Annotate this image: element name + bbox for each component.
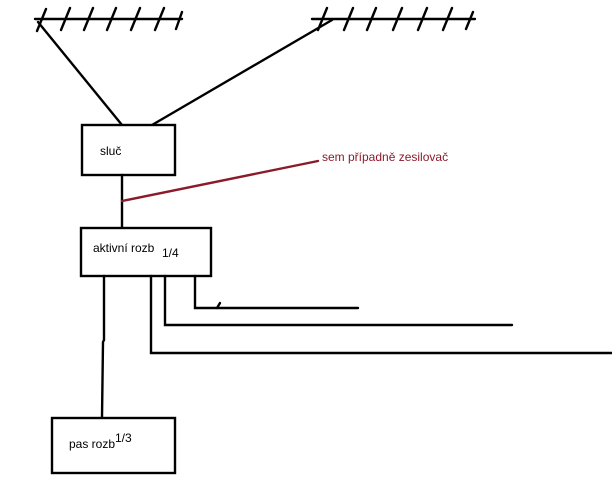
output-line-2 xyxy=(163,274,514,327)
combiner-label: sluč xyxy=(100,144,121,158)
output-line-3 xyxy=(149,274,612,355)
active-splitter-ratio: 1/4 xyxy=(162,246,179,260)
amplifier-note: sem případně zesilovač xyxy=(322,150,448,164)
output-line-1-tick xyxy=(215,301,222,310)
antenna-left-icon xyxy=(33,6,184,33)
amplifier-note-line xyxy=(120,159,320,203)
passive-splitter-ratio: 1/3 xyxy=(115,431,132,445)
passive-splitter-box xyxy=(50,416,177,475)
output-line-1 xyxy=(193,274,360,310)
feed-line-left xyxy=(36,20,124,127)
combiner-box xyxy=(80,123,177,177)
feed-line-right xyxy=(150,18,334,127)
active-splitter-box xyxy=(79,226,213,278)
antenna-right-icon xyxy=(310,6,477,32)
passive-splitter-label: pas rozb xyxy=(69,437,115,451)
active-to-passive-line xyxy=(100,274,106,420)
active-splitter-label: aktivní rozb xyxy=(93,241,155,255)
